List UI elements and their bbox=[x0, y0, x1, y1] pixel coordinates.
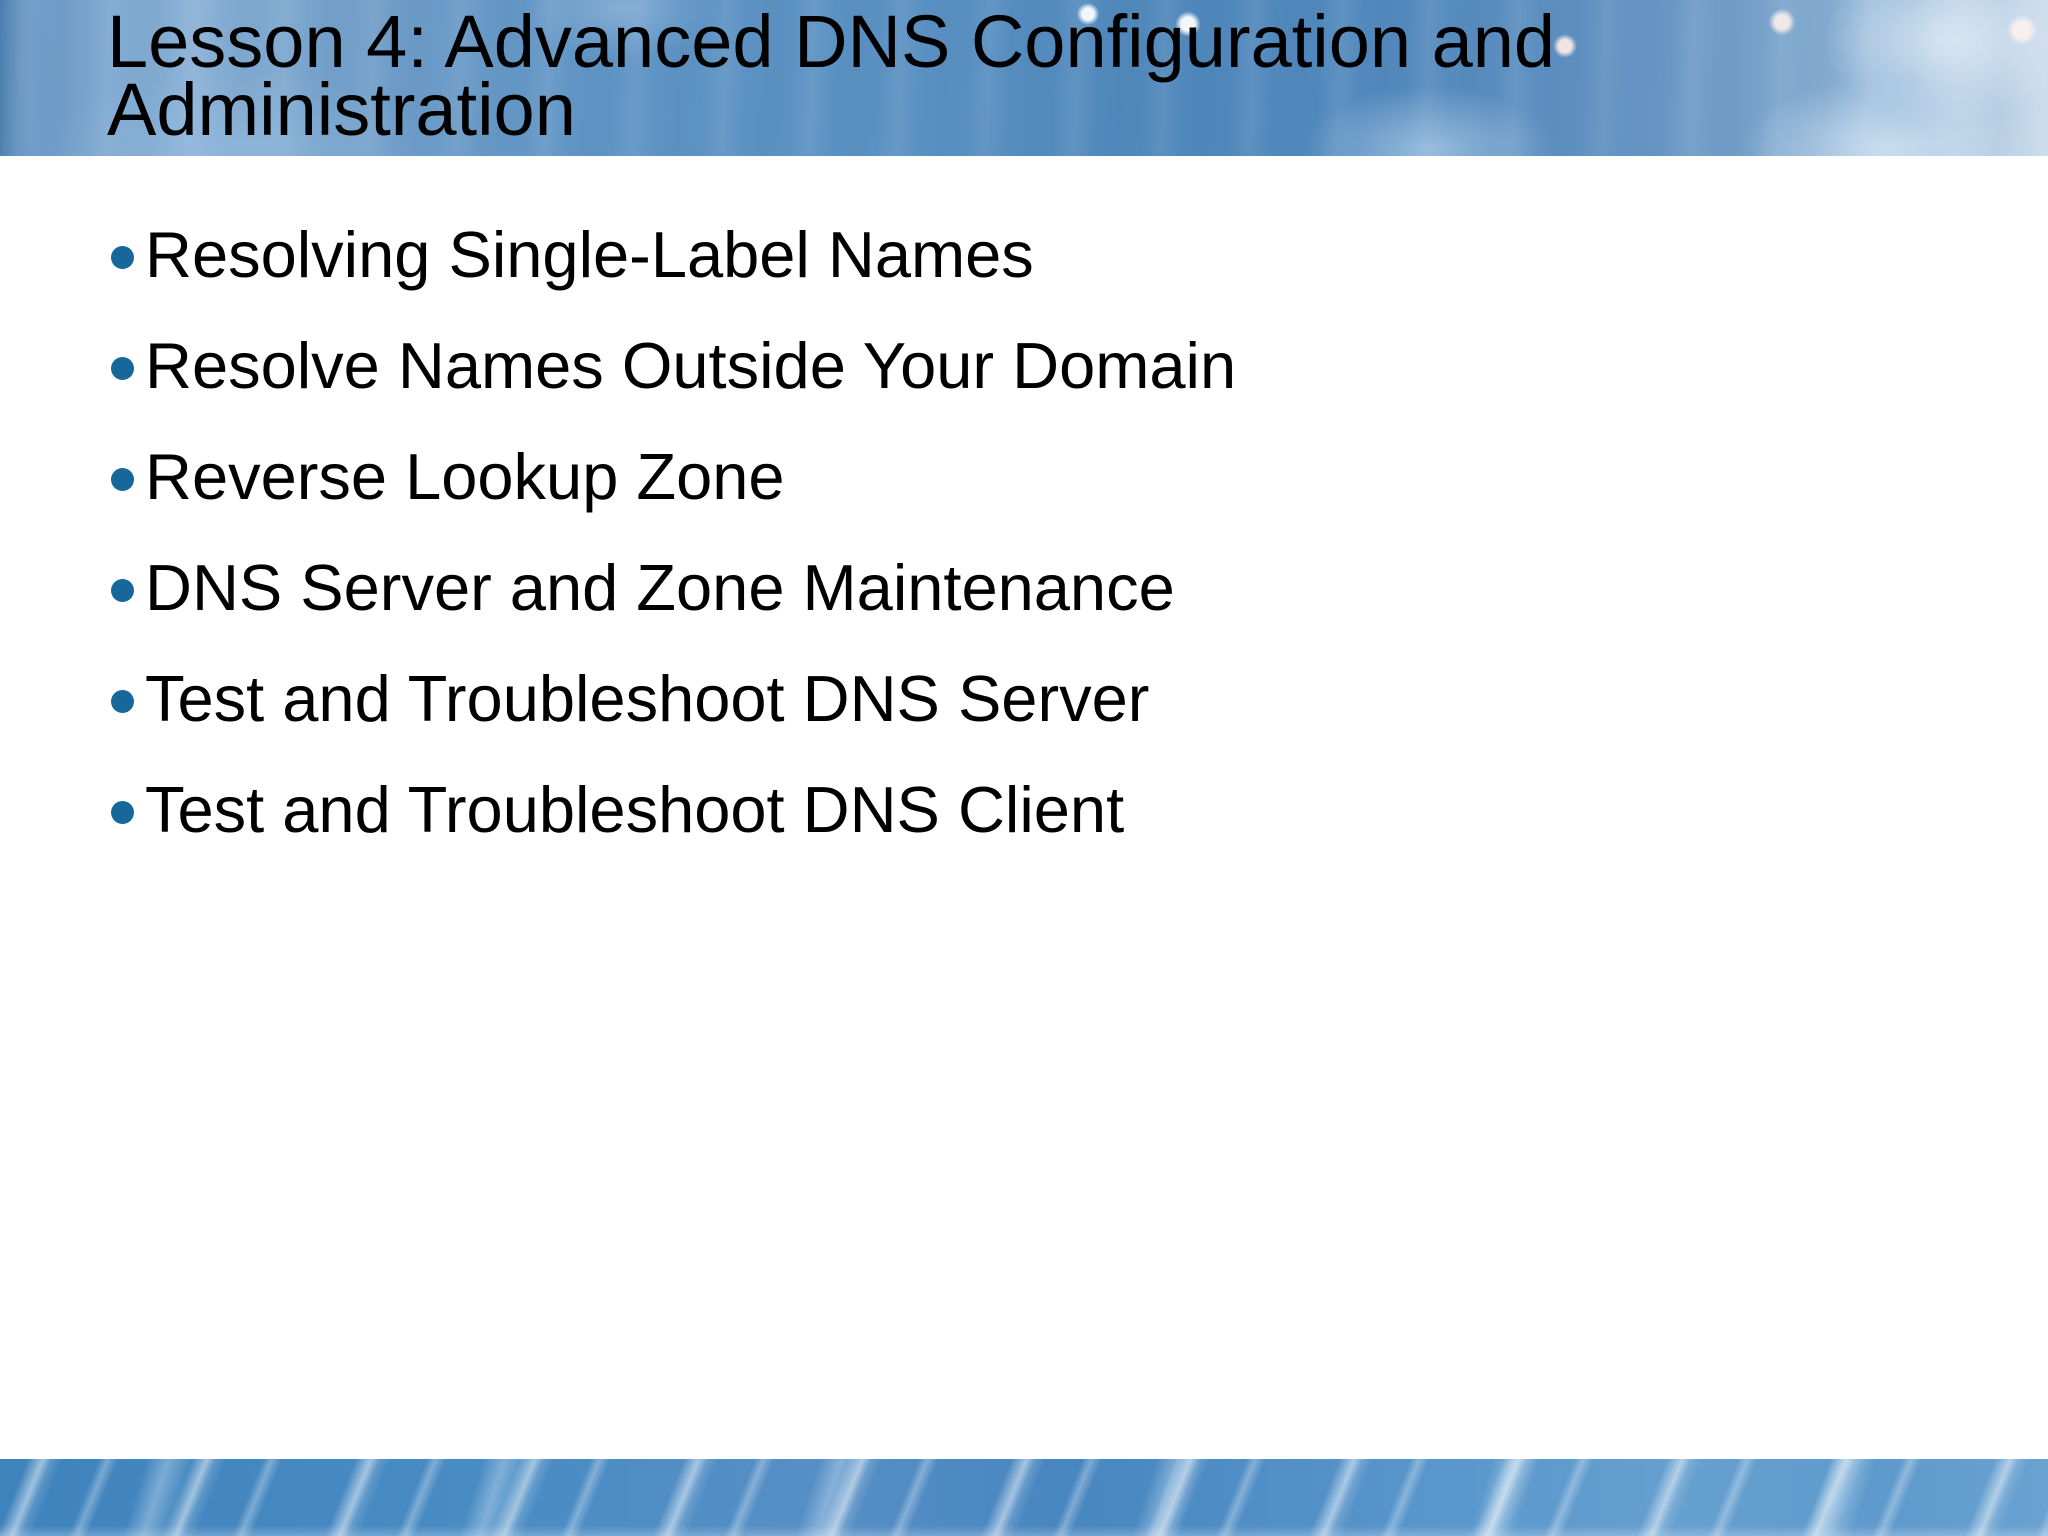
slide-header: Lesson 4: Advanced DNS Configuration and… bbox=[0, 0, 2048, 156]
bullet-item: Test and Troubleshoot DNS Client bbox=[111, 777, 1988, 843]
bullet-dot-icon bbox=[111, 801, 134, 824]
bullet-label: DNS Server and Zone Maintenance bbox=[145, 551, 1175, 624]
bullet-label: Resolving Single-Label Names bbox=[145, 218, 1034, 291]
slide-title: Lesson 4: Advanced DNS Configuration and… bbox=[107, 0, 1556, 151]
bullet-label: Test and Troubleshoot DNS Client bbox=[145, 773, 1125, 846]
bullet-item: Test and Troubleshoot DNS Server bbox=[111, 666, 1988, 732]
bullet-dot-icon bbox=[111, 468, 134, 491]
slide-body: Resolving Single-Label Names Resolve Nam… bbox=[0, 156, 2048, 1459]
bullet-item: Resolve Names Outside Your Domain bbox=[111, 333, 1988, 399]
bullet-label: Reverse Lookup Zone bbox=[145, 440, 785, 513]
bullet-item: DNS Server and Zone Maintenance bbox=[111, 555, 1988, 621]
bullet-label: Test and Troubleshoot DNS Server bbox=[145, 662, 1150, 735]
bullet-dot-icon bbox=[111, 579, 134, 602]
bullet-dot-icon bbox=[111, 357, 134, 380]
bullet-dot-icon bbox=[111, 690, 134, 713]
bullet-list: Resolving Single-Label Names Resolve Nam… bbox=[111, 222, 1988, 843]
bullet-item: Resolving Single-Label Names bbox=[111, 222, 1988, 288]
slide-footer bbox=[0, 1459, 2048, 1536]
bullet-dot-icon bbox=[111, 246, 134, 269]
bullet-label: Resolve Names Outside Your Domain bbox=[145, 329, 1237, 402]
bullet-item: Reverse Lookup Zone bbox=[111, 444, 1988, 510]
